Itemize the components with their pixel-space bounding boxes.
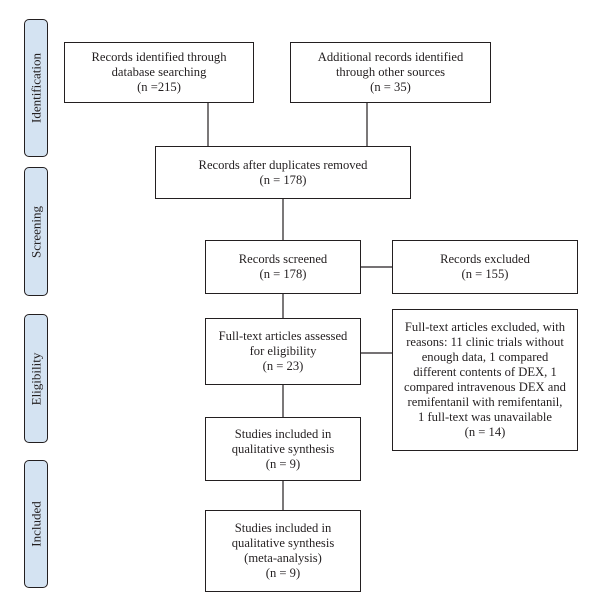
box-records-screened: Records screened (n = 178) xyxy=(205,240,361,294)
box-line: different contents of DEX, 1 xyxy=(413,365,557,379)
stage-eligibility-label: Eligibility xyxy=(28,352,44,405)
box-line: (n = 155) xyxy=(461,267,509,281)
stage-identification-label: Identification xyxy=(28,52,44,124)
box-line: (n = 178) xyxy=(259,172,307,187)
stage-screening: Screening xyxy=(24,167,48,296)
box-line: Studies included in xyxy=(234,521,332,535)
box-qualitative-synthesis: Studies included in qualitative synthesi… xyxy=(205,417,361,481)
box-line: enough data, 1 compared xyxy=(421,350,549,364)
box-line: compared intravenous DEX and xyxy=(404,380,566,394)
box-line: Records identified through xyxy=(91,50,227,64)
box-line: (meta-analysis) xyxy=(244,551,322,565)
box-line: Full-text articles excluded, with xyxy=(404,320,566,334)
box-line: remifentanil with remifentanil, xyxy=(407,395,563,409)
box-line: (n = 9) xyxy=(265,456,301,471)
box-line: (n = 178) xyxy=(259,267,307,281)
box-line: qualitative synthesis xyxy=(231,536,335,550)
stage-screening-label: Screening xyxy=(28,205,44,258)
stage-eligibility: Eligibility xyxy=(24,314,48,443)
box-line: through other sources xyxy=(335,65,446,79)
box-fulltext-excluded: Full-text articles excluded, with reason… xyxy=(392,309,578,451)
box-duplicates-removed: Records after duplicates removed (n = 17… xyxy=(155,146,411,199)
stage-included-label: Included xyxy=(28,501,44,547)
box-line: Records excluded xyxy=(440,252,530,266)
box-line: qualitative synthesis xyxy=(231,441,335,456)
box-line: Records screened xyxy=(238,252,328,266)
box-line: Records after duplicates removed xyxy=(198,157,368,172)
box-line: (n =215) xyxy=(137,80,181,94)
box-line: Additional records identified xyxy=(317,50,464,64)
box-records-identified: Records identified through database sear… xyxy=(64,42,254,103)
box-line: 1 full-text was unavailable xyxy=(418,410,552,424)
box-line: Full-text articles assessed xyxy=(218,329,348,343)
box-line: database searching xyxy=(111,65,207,79)
box-line: (n = 23) xyxy=(262,359,304,373)
box-line: (n = 35) xyxy=(370,80,411,94)
box-records-excluded: Records excluded (n = 155) xyxy=(392,240,578,294)
stage-included: Included xyxy=(24,460,48,588)
box-line: Studies included in xyxy=(234,426,332,441)
box-line: for eligibility xyxy=(249,344,317,358)
box-line: (n = 14) xyxy=(464,425,506,439)
box-line: reasons: 11 clinic trials without xyxy=(406,335,564,349)
box-additional-records: Additional records identified through ot… xyxy=(290,42,491,103)
box-fulltext-assessed: Full-text articles assessed for eligibil… xyxy=(205,318,361,385)
box-meta-analysis: Studies included in qualitative synthesi… xyxy=(205,510,361,592)
box-line: (n = 9) xyxy=(265,566,301,580)
stage-identification: Identification xyxy=(24,19,48,157)
